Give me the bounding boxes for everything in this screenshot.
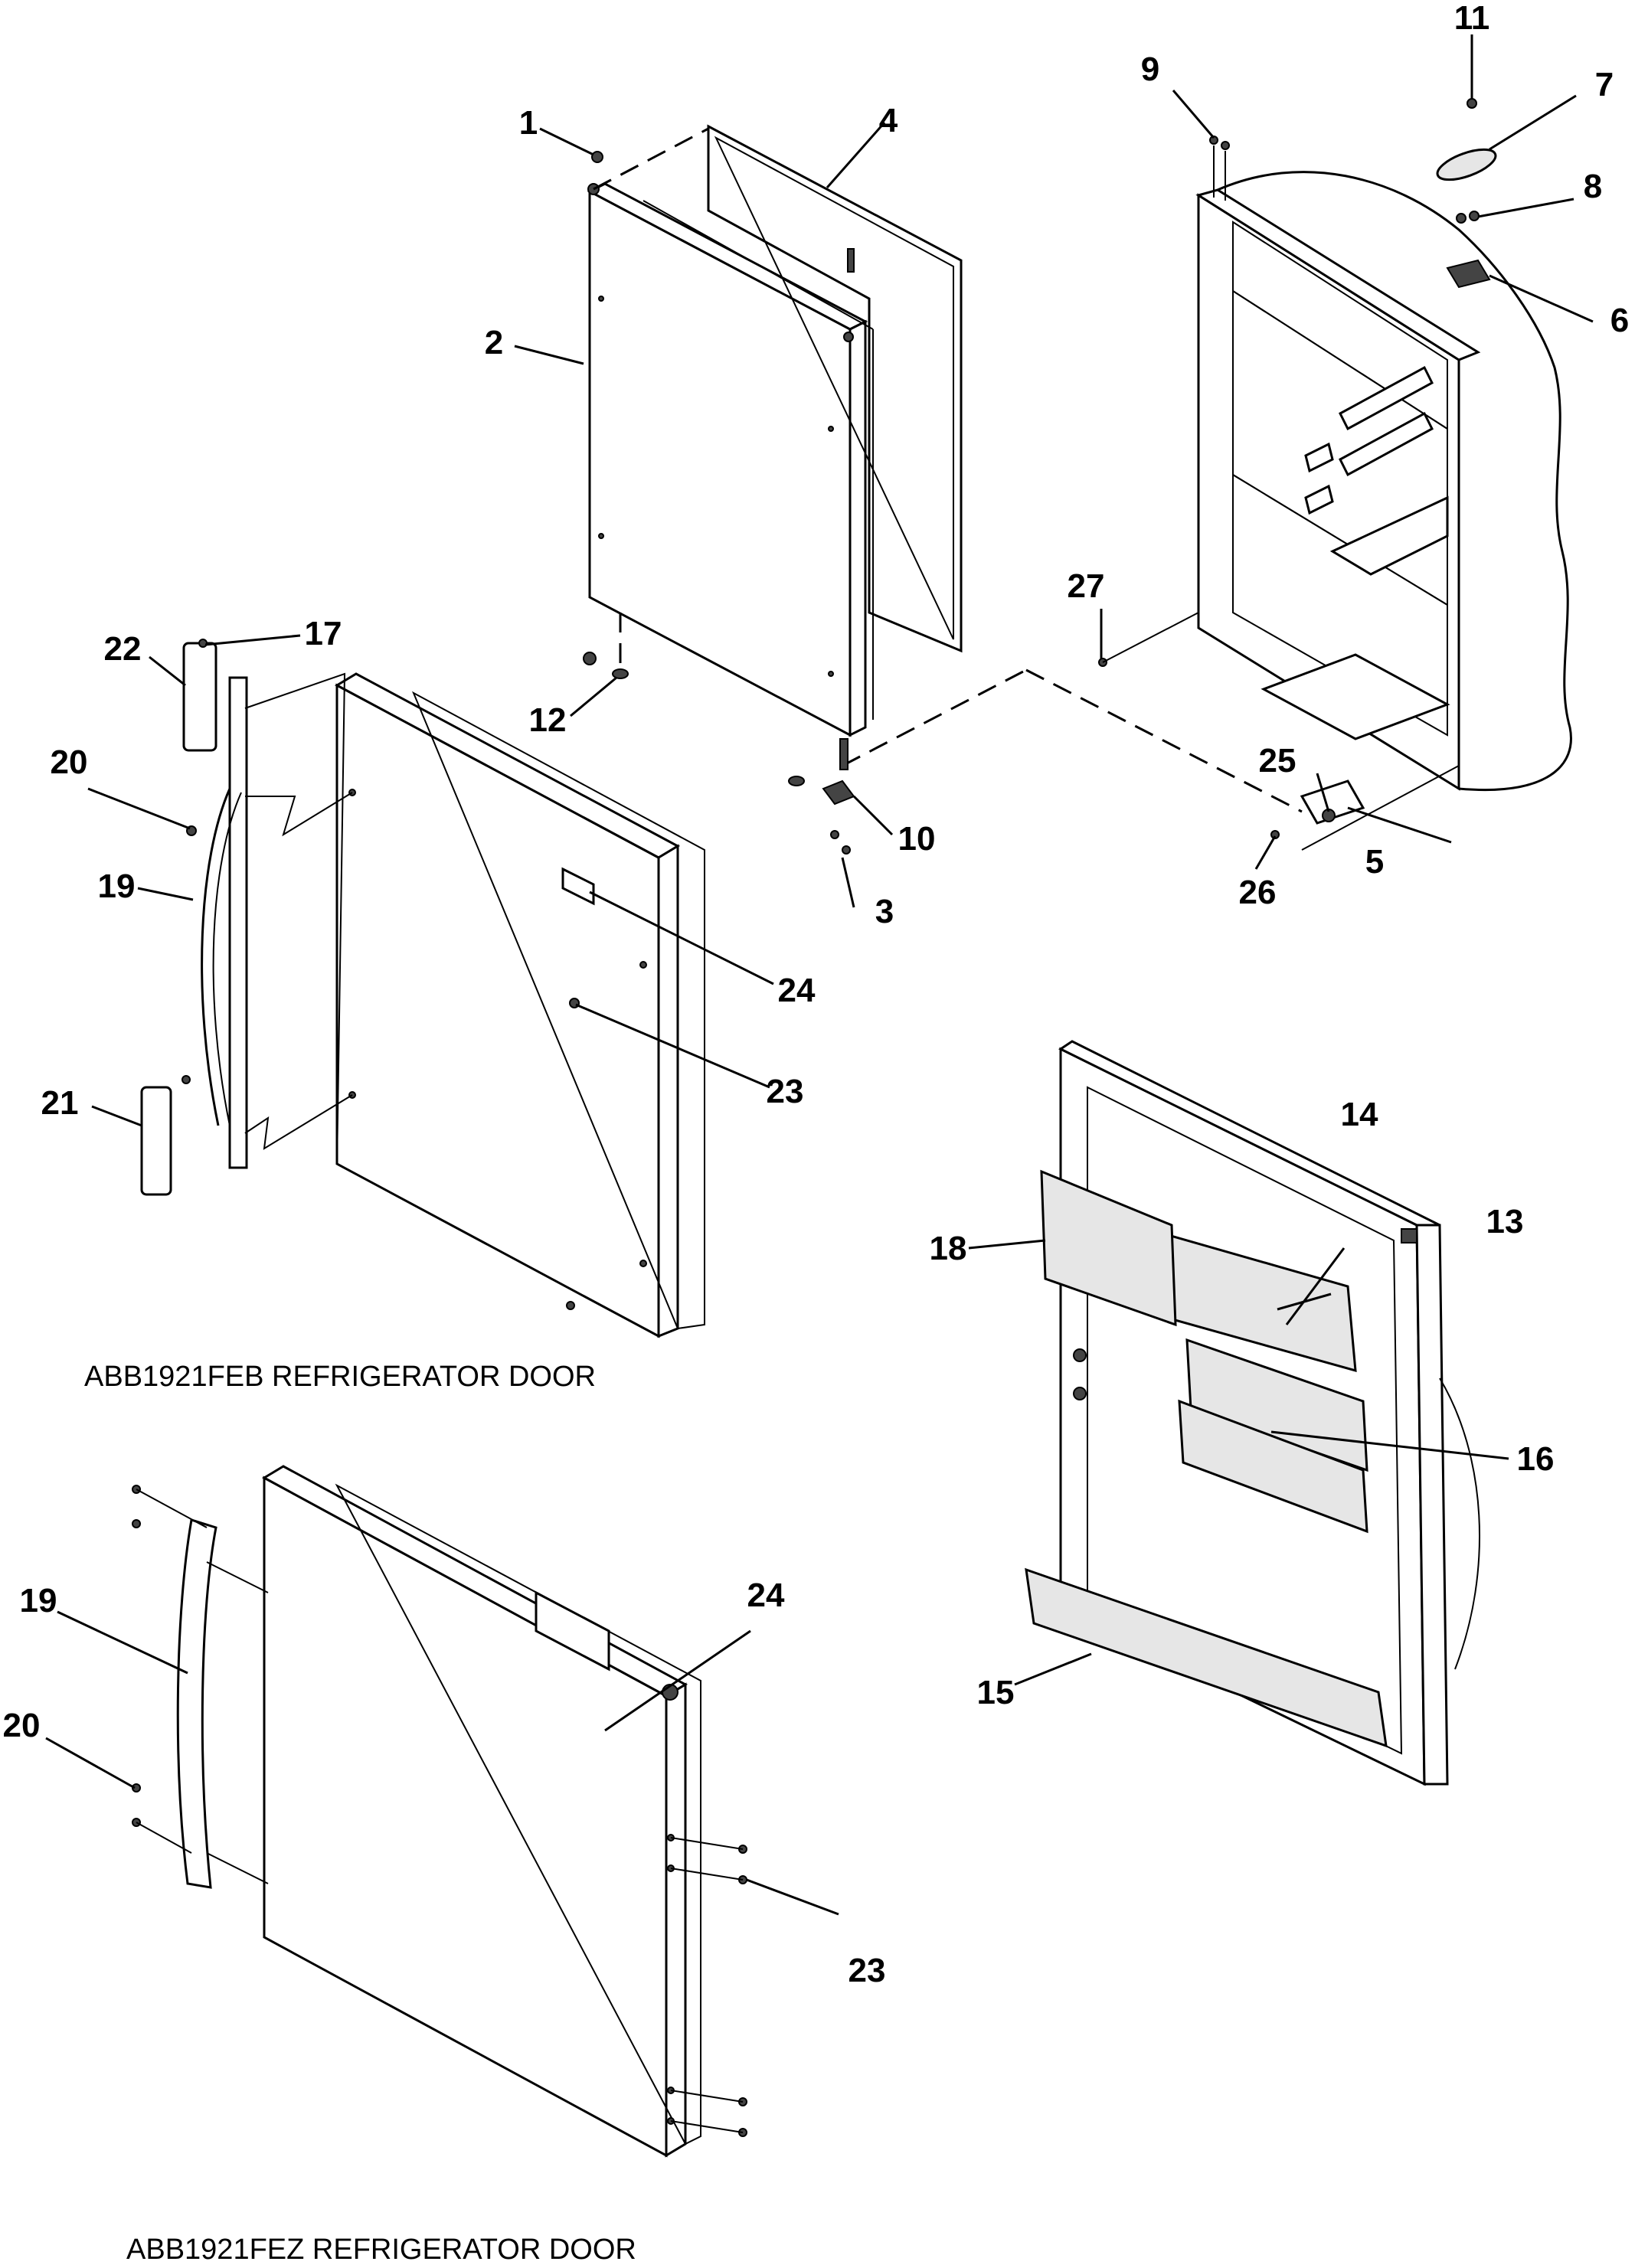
callout-16: 16 bbox=[1517, 1440, 1555, 1478]
callout-26: 26 bbox=[1239, 874, 1277, 911]
callout-14: 14 bbox=[1341, 1096, 1378, 1133]
refrigerator-cabinet bbox=[1195, 171, 1572, 791]
caption-feb-door: ABB1921FEB REFRIGERATOR DOOR bbox=[84, 1361, 596, 1393]
feb-outer-door bbox=[334, 672, 705, 1338]
fez-handle-parts bbox=[132, 1485, 747, 2137]
fez-outer-door bbox=[261, 1465, 701, 2158]
callout-numbers: 1 2 3 4 5 6 7 8 9 10 11 12 13 14 15 16 1… bbox=[3, 0, 1630, 1989]
callout-6: 6 bbox=[1610, 302, 1629, 339]
callout-27: 27 bbox=[1068, 567, 1105, 605]
callout-18: 18 bbox=[930, 1230, 967, 1267]
alignment-lines bbox=[593, 127, 1303, 813]
callout-7: 7 bbox=[1595, 66, 1614, 103]
callout-24: 24 bbox=[778, 972, 816, 1009]
callout-23: 23 bbox=[767, 1073, 804, 1110]
door-gasket bbox=[707, 124, 963, 653]
callout-17: 17 bbox=[305, 615, 342, 652]
callout-19: 19 bbox=[98, 868, 136, 905]
callout-24b: 24 bbox=[747, 1577, 785, 1614]
callout-13: 13 bbox=[1486, 1203, 1524, 1240]
callout-20: 20 bbox=[51, 743, 88, 781]
feb-handle-parts bbox=[140, 639, 353, 1196]
callout-15: 15 bbox=[977, 1674, 1015, 1711]
callout-1: 1 bbox=[519, 104, 538, 142]
callout-9: 9 bbox=[1141, 51, 1159, 88]
inner-door-panel bbox=[587, 182, 874, 737]
callout-8: 8 bbox=[1584, 168, 1602, 205]
callout-10: 10 bbox=[898, 820, 936, 858]
callout-20b: 20 bbox=[3, 1707, 41, 1744]
callout-21: 21 bbox=[41, 1084, 79, 1122]
callout-5: 5 bbox=[1365, 843, 1384, 881]
callout-11: 11 bbox=[1454, 0, 1490, 37]
door-small-parts bbox=[583, 151, 855, 855]
callout-23b: 23 bbox=[849, 1952, 886, 1989]
callout-4: 4 bbox=[879, 102, 898, 139]
callout-3: 3 bbox=[875, 893, 894, 930]
top-hinge-assembly bbox=[1209, 98, 1497, 289]
leader-lines bbox=[45, 34, 1594, 1916]
bottom-hinge-assembly bbox=[1098, 612, 1460, 851]
caption-fez-door: ABB1921FEZ REFRIGERATOR DOOR bbox=[126, 2234, 636, 2266]
callout-22: 22 bbox=[104, 630, 142, 668]
callout-19b: 19 bbox=[20, 1582, 57, 1619]
inner-door-liner bbox=[1025, 1040, 1481, 1786]
callout-25: 25 bbox=[1259, 742, 1296, 779]
callout-2: 2 bbox=[485, 324, 503, 361]
callout-12: 12 bbox=[529, 701, 567, 739]
